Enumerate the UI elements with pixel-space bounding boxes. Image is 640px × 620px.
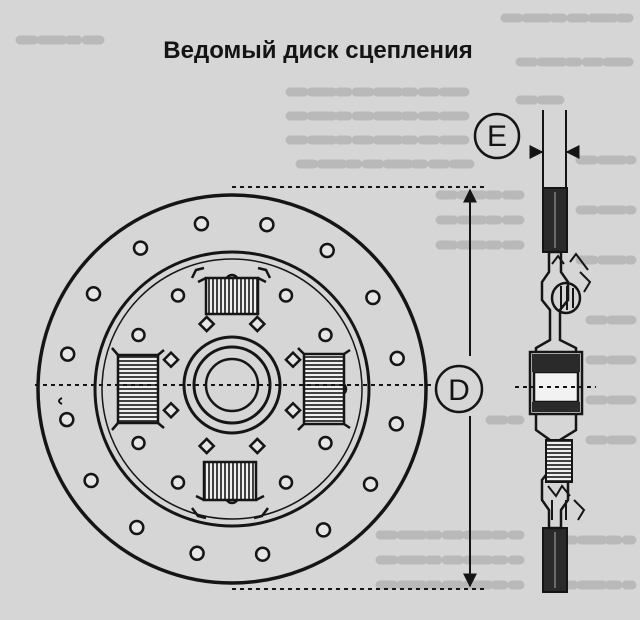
lower-rivet-detail bbox=[545, 439, 586, 521]
stud bbox=[162, 401, 180, 420]
diameter-dimension: D bbox=[232, 186, 488, 590]
disc-outer-edge bbox=[36, 193, 428, 585]
stud bbox=[284, 401, 302, 420]
rivet-hole bbox=[318, 327, 333, 343]
rivet-hole bbox=[365, 289, 381, 306]
disc-side-view: E bbox=[473, 110, 596, 593]
damper-spring-top bbox=[190, 266, 272, 316]
thickness-callout-label: E bbox=[487, 120, 507, 153]
stud bbox=[197, 315, 216, 333]
rivet-hole bbox=[132, 240, 149, 256]
rivet-hole bbox=[388, 416, 405, 432]
rivet-hole bbox=[170, 288, 186, 303]
rivet-hole bbox=[59, 346, 76, 362]
rivet-hole bbox=[259, 216, 275, 233]
background-faded-text bbox=[15, 13, 637, 590]
outer-rivet-ring bbox=[59, 216, 405, 562]
thickness-callout-circle bbox=[473, 112, 521, 160]
rivet-hole bbox=[170, 475, 186, 490]
rivet-hole bbox=[189, 545, 205, 562]
rivet-hole bbox=[85, 286, 102, 302]
stud bbox=[248, 315, 267, 333]
diameter-callout-label: D bbox=[448, 374, 470, 407]
damper-spring-right bbox=[297, 347, 351, 431]
rivet-hole bbox=[315, 522, 332, 538]
rivet-hole bbox=[278, 475, 294, 490]
rivet-hole bbox=[83, 472, 99, 489]
rivet-hole bbox=[59, 411, 75, 428]
disc-front-view bbox=[35, 193, 435, 585]
rivet-hole bbox=[254, 546, 271, 562]
hub-outer bbox=[182, 335, 282, 435]
damper-spring-bottom bbox=[191, 460, 269, 520]
hub-plate-outer-ring bbox=[93, 250, 371, 528]
stud bbox=[284, 350, 302, 369]
rivet-hole bbox=[389, 350, 405, 367]
stud bbox=[162, 350, 180, 369]
damper-spring-left bbox=[111, 347, 165, 431]
diameter-callout-circle bbox=[434, 364, 484, 414]
rivet-hole bbox=[129, 519, 145, 536]
stud bbox=[248, 437, 267, 455]
stud bbox=[197, 437, 216, 455]
rivet-hole bbox=[319, 242, 335, 259]
diagram-title: Ведомый диск сцепления bbox=[163, 37, 472, 64]
hub-section bbox=[515, 350, 596, 416]
rivet-hole bbox=[318, 435, 333, 451]
hub-plate-inner-ring bbox=[101, 258, 363, 520]
rivet-hole bbox=[131, 435, 146, 451]
inner-stud-ring bbox=[162, 315, 302, 455]
rivet-hole bbox=[193, 216, 210, 232]
rivet-hole bbox=[278, 288, 294, 303]
upper-rivet-detail bbox=[550, 252, 592, 315]
rivet-hole bbox=[131, 327, 146, 343]
rivet-hole bbox=[362, 476, 379, 492]
